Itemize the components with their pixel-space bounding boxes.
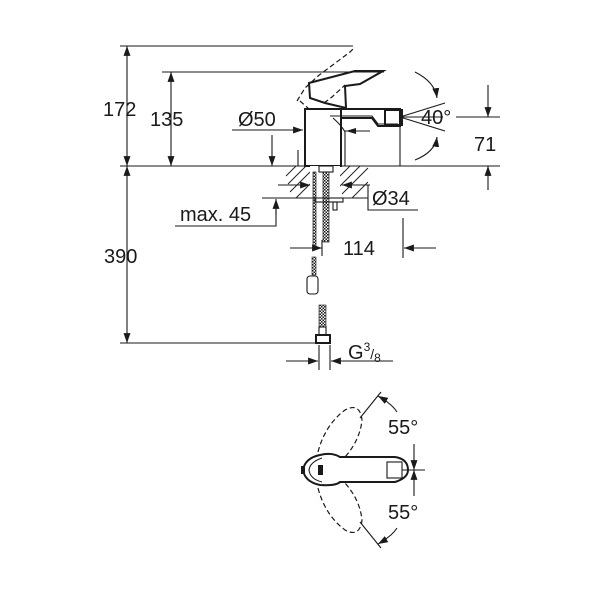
- label-connection-thread: G3/8: [348, 340, 381, 365]
- thread-numerator: 3: [363, 340, 371, 354]
- mixer-body: [304, 108, 342, 167]
- label-spout-height: 135: [150, 109, 184, 131]
- label-rotation-top: 55°: [388, 417, 419, 439]
- label-base-diameter: Ø50: [238, 109, 276, 131]
- lever-rotated-down: [317, 482, 363, 533]
- threaded-rod: [322, 171, 330, 243]
- lever: [307, 70, 387, 110]
- label-projection: 114: [343, 238, 375, 260]
- lever-raised-dashed: [296, 46, 356, 110]
- hose-left: [312, 171, 317, 247]
- label-hole-diameter: Ø34: [372, 188, 410, 210]
- label-hose-length: 390: [104, 246, 138, 268]
- label-rotation-bottom: 55°: [388, 502, 419, 524]
- label-max-thickness: max. 45: [180, 204, 252, 226]
- thread-letter: G: [348, 342, 364, 364]
- plan-view: [301, 391, 425, 549]
- label-spout-angle: 40°: [421, 107, 452, 129]
- hose-nut: [315, 334, 331, 344]
- lever-rotated-up: [317, 407, 363, 458]
- angle-arc-40-top: [414, 71, 440, 99]
- thread-denominator: 8: [374, 351, 381, 365]
- spout-plan: [386, 461, 403, 479]
- label-outlet-height: 71: [474, 134, 497, 156]
- hose-weight: [306, 275, 319, 295]
- angle-arc-40-bottom: [414, 136, 440, 161]
- label-total-height: 172: [103, 99, 137, 121]
- side-elevation: [120, 45, 500, 370]
